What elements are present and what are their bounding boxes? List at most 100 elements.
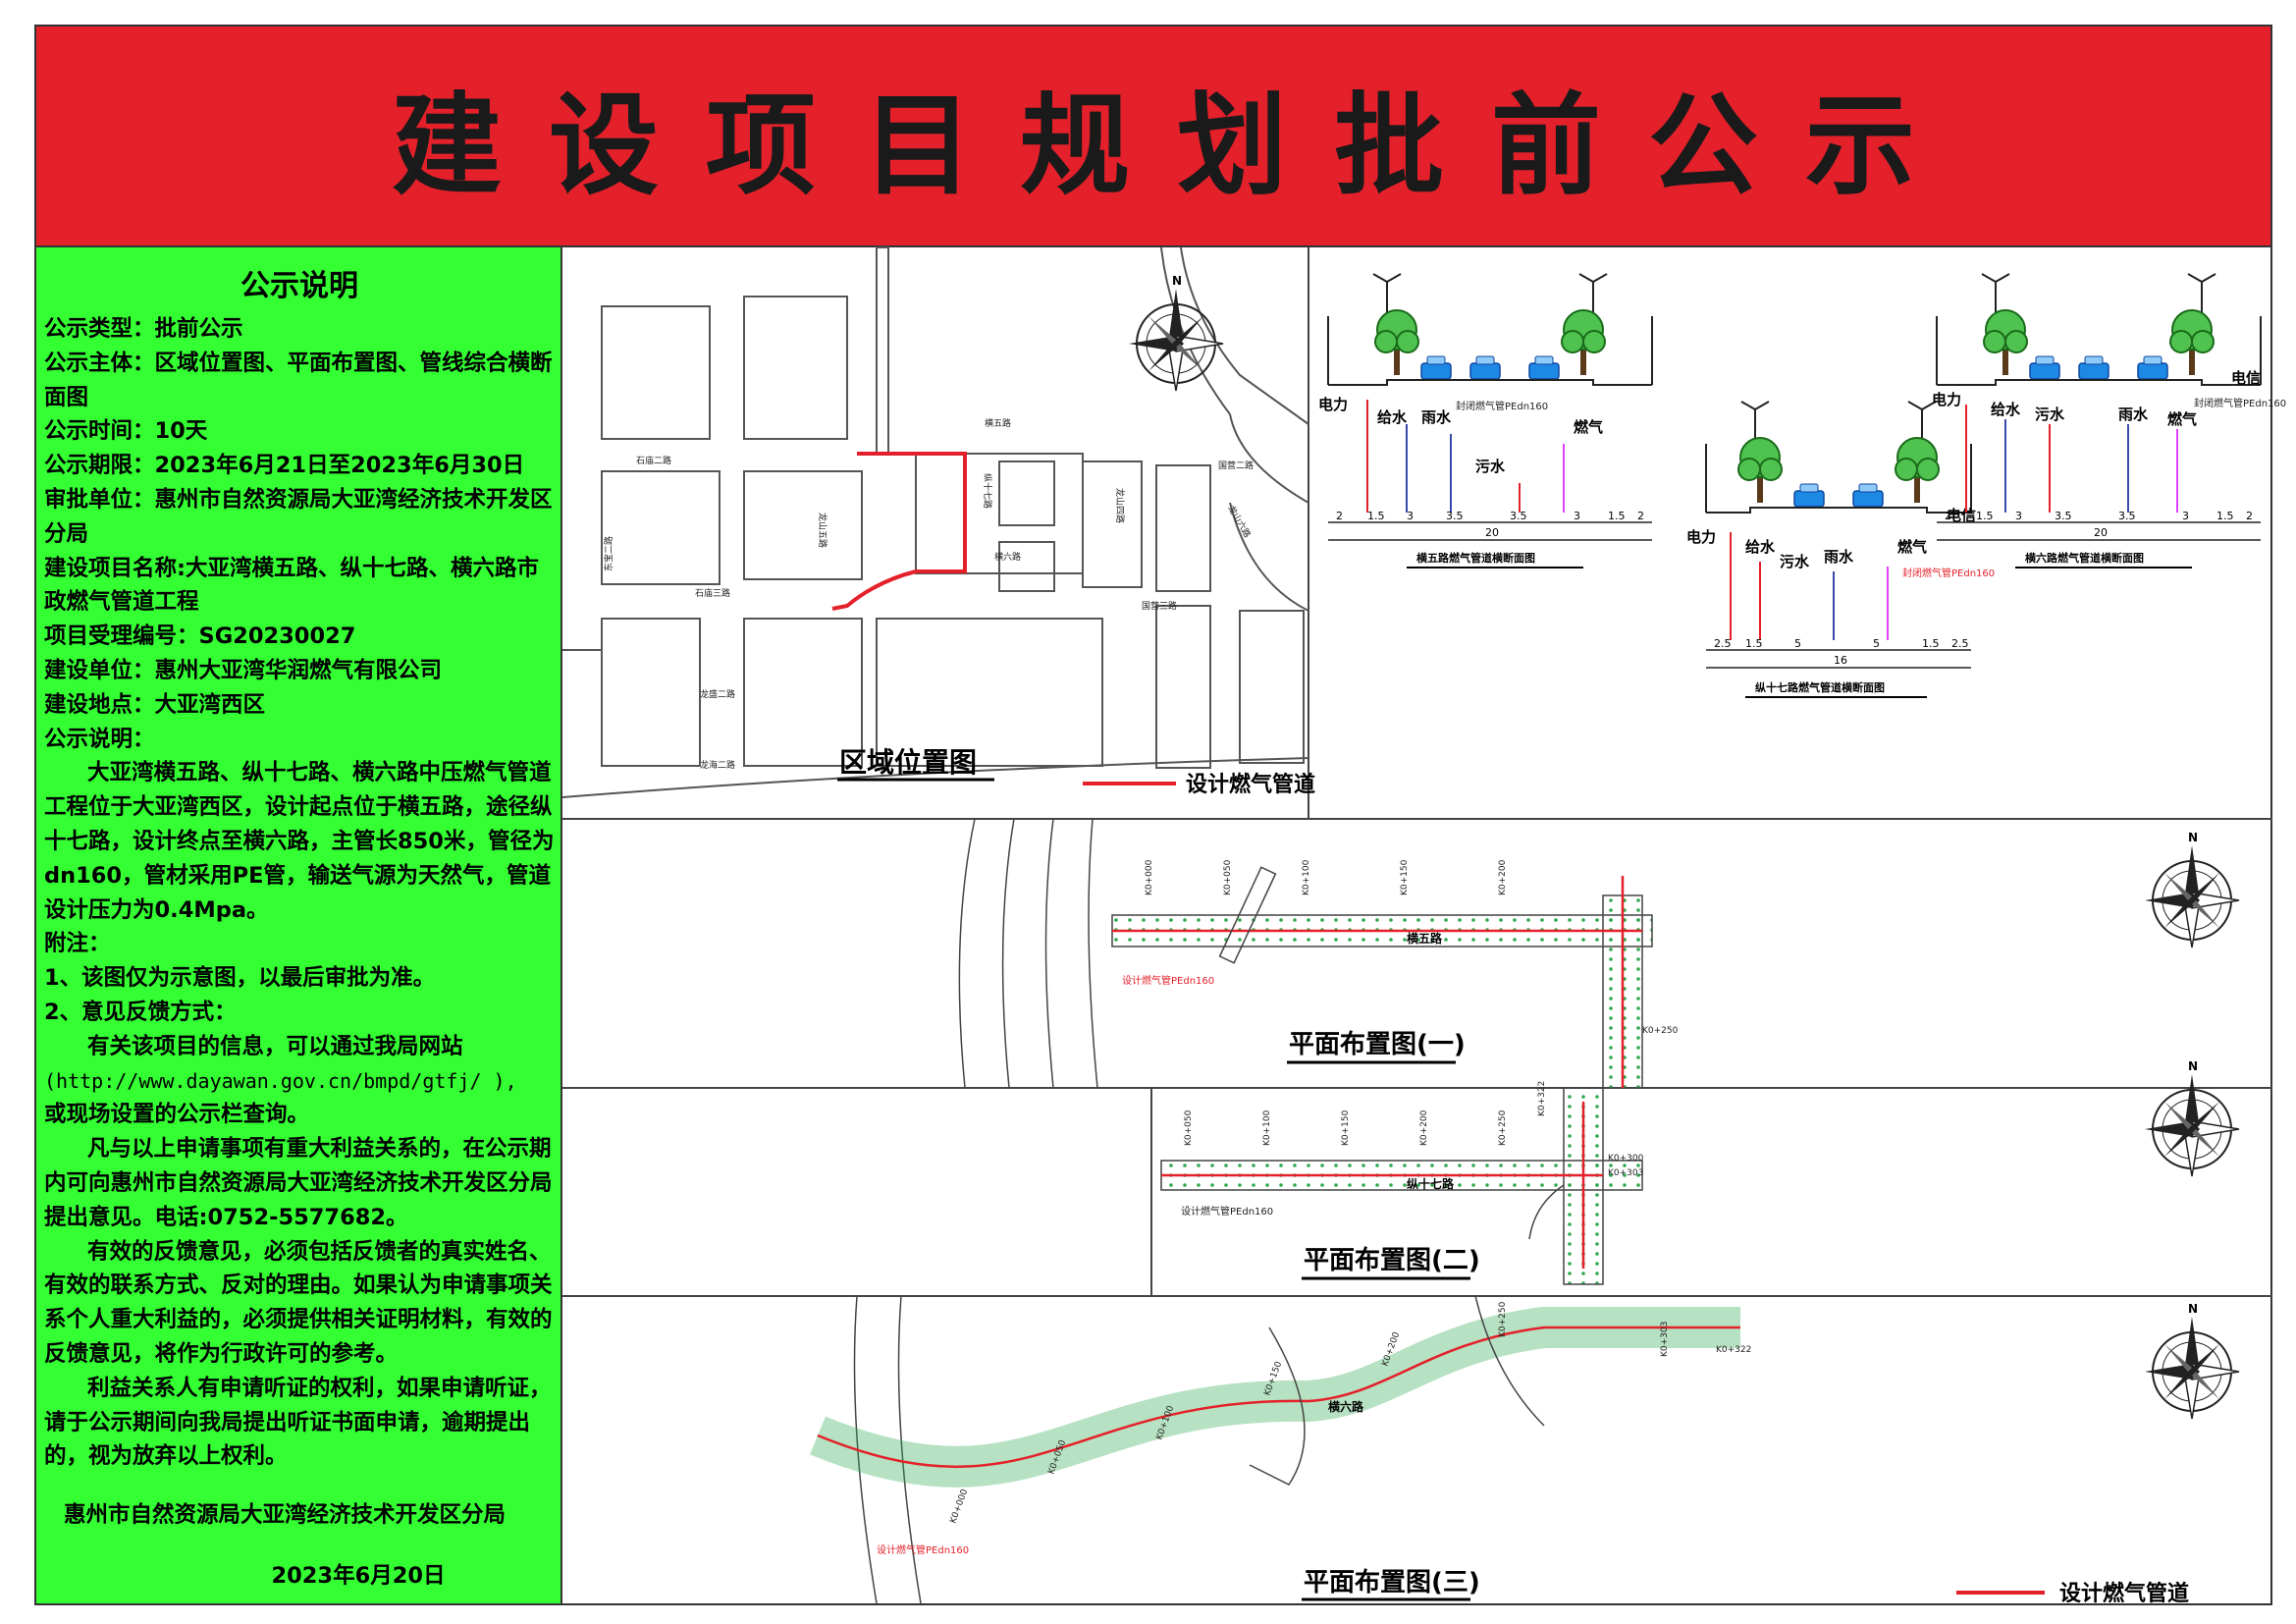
pipe-note: 设计燃气管PEdn160 xyxy=(1181,1205,1273,1218)
pipe-note: 设计燃气管PEdn160 xyxy=(1122,974,1214,987)
road-label: 纵十七路 xyxy=(982,473,993,509)
feedback-website-end: 或现场设置的公示栏查询。 xyxy=(44,1102,310,1128)
notice-type: 公示类型：批前公示 xyxy=(44,316,243,342)
site: 建设地点：大亚湾西区 xyxy=(44,691,266,718)
road-label: 东宝二路 xyxy=(603,536,614,571)
station-label: K0+322 xyxy=(1537,1081,1547,1116)
station-label: K0+200 xyxy=(1419,1110,1429,1146)
hearing-rights: 利益关系人有申请听证的权利，如果申请听证，请于公示期间向我局提出听证书面申请，逾… xyxy=(44,1375,552,1470)
dim-label: 2 xyxy=(1336,510,1343,522)
station-label: K0+300 xyxy=(1608,1154,1644,1164)
project-name: 建设项目名称:大亚湾横五路、纵十七路、横六路市政燃气管道工程 xyxy=(44,555,539,616)
road-name: 横五路 xyxy=(1407,931,1443,946)
dim-label: 3 xyxy=(1407,510,1414,522)
road-name: 横六路 xyxy=(1328,1399,1364,1414)
pipe-label: 燃气 xyxy=(2167,410,2197,428)
dim-label: 2 xyxy=(2246,510,2253,522)
feedback-requirements: 有效的反馈意见，必须包括反馈者的真实姓名、有效的联系方式、反对的理由。如果认为申… xyxy=(44,1238,553,1367)
station-label: K0+322 xyxy=(1716,1345,1751,1355)
dim-label: 1.5 xyxy=(2216,510,2234,522)
title-banner: 建设项目规划批前公示 xyxy=(36,27,2270,247)
station-label: K0+150 xyxy=(1341,1110,1351,1146)
road-label: 龙盛二路 xyxy=(700,688,735,700)
dim-total: 20 xyxy=(2094,526,2108,539)
station-label: K0+250 xyxy=(1642,1026,1679,1036)
dim-label: 3 xyxy=(2182,510,2189,522)
dim-label: 3.5 xyxy=(2118,510,2136,522)
road-label: 龙山五路 xyxy=(817,513,828,548)
station-label: K0+250 xyxy=(1498,1301,1508,1337)
station-label: K0+250 xyxy=(1498,1110,1508,1146)
dim-label: 3 xyxy=(1574,510,1580,522)
project-description: 大亚湾横五路、纵十七路、横六路中压燃气管道工程位于大亚湾西区，设计起点位于横五路… xyxy=(44,760,555,923)
dim-label: 1.5 xyxy=(1608,510,1626,522)
dim-label: 3.5 xyxy=(2055,510,2072,522)
feedback-phone: 凡与以上申请事项有重大利益关系的，在公示期内可向惠州市自然资源局大亚湾经济技术开… xyxy=(44,1136,553,1230)
feedback-url[interactable]: (http://www.dayawan.gov.cn/bmpd/gtfj/ ), xyxy=(44,1068,517,1093)
road-name: 纵十七路 xyxy=(1407,1176,1455,1191)
station-label: K0+200 xyxy=(1498,859,1508,895)
notice-panel: 公示说明 公示类型：批前公示 公示主体：区域位置图、平面布置图、管线综合横断面图… xyxy=(36,247,562,1603)
plan-layout-1: 横五路 K0+000 K0+050 K0+100 K0+150 K0+200 K… xyxy=(958,818,2240,1089)
station-label: K0+100 xyxy=(1262,1110,1272,1146)
pipe-label: 电力 xyxy=(1318,396,1348,413)
pipe-label: 雨水 xyxy=(2118,406,2149,423)
dim-label: 3.5 xyxy=(1446,510,1464,522)
plan-layout-2: 纵十七路 K0+050 K0+100 K0+150 K0+200 K0+250 … xyxy=(1160,1059,2240,1285)
dim-label: 5 xyxy=(1794,637,1801,650)
banner-title: 建设项目规划批前公示 xyxy=(392,81,1962,210)
dim-label: 1.5 xyxy=(1745,637,1763,650)
road-label: 国营二路 xyxy=(1218,460,1254,471)
road-label: 横五路 xyxy=(985,417,1011,429)
pipe-label: 污水 xyxy=(1475,458,1506,475)
north-label: N xyxy=(1172,274,1182,288)
pipe-note: 设计燃气管PEdn160 xyxy=(877,1543,969,1556)
dim-label: 2.5 xyxy=(1714,637,1732,650)
north-label: N xyxy=(2188,1059,2198,1073)
compass-icon: N xyxy=(2144,831,2240,948)
station-label: K0+303 xyxy=(1608,1168,1643,1178)
note-2: 2、意见反馈方式： xyxy=(44,999,237,1025)
north-label: N xyxy=(2188,831,2198,844)
station-label: K0+150 xyxy=(1400,859,1410,895)
pipe-note: 封闭燃气管PEdn160 xyxy=(1902,567,1995,579)
pipe-label: 燃气 xyxy=(1897,538,1927,556)
pipe-label: 电信 xyxy=(2231,369,2261,387)
north-label: N xyxy=(2188,1302,2198,1316)
section-title: 横五路燃气管道横断面图 xyxy=(1416,551,1535,565)
pipe-label: 雨水 xyxy=(1421,408,1452,426)
cross-section-hengwu: 电力 给水 雨水 污水 燃气 封闭燃气管PEdn160 2 1.5 3 3.5 … xyxy=(1318,273,1653,568)
dim-label: 1.5 xyxy=(1367,510,1385,522)
cross-section-hengliu: 电力 给水 污水 雨水 燃气 电信 封闭燃气管PEdn160 2 1.5 3 3… xyxy=(1932,273,2286,568)
station-label: K0+000 xyxy=(1145,859,1154,895)
dim-label: 3.5 xyxy=(1510,510,1527,522)
location-map-title: 区域位置图 xyxy=(839,746,977,779)
notice-duration: 公示时间：10天 xyxy=(44,418,208,445)
compass-icon: N xyxy=(1128,274,1224,392)
desc-label: 公示说明： xyxy=(44,726,155,752)
signing-date: 2023年6月20日 xyxy=(271,1563,446,1590)
location-map: 东宝二路 石庙二路 石庙三路 龙盛二路 龙海二路 国营三路 国营二路 龙山五路 … xyxy=(561,246,1315,798)
dim-label: 1.5 xyxy=(1976,510,1994,522)
pipe-label: 电力 xyxy=(1686,528,1716,546)
pipe-label: 给水 xyxy=(1745,538,1776,556)
pipe-label: 污水 xyxy=(1780,553,1810,570)
compass-icon: N xyxy=(2144,1302,2240,1420)
plan-title: 平面布置图(一) xyxy=(1289,1030,1466,1059)
station-label: K0+050 xyxy=(1223,859,1233,895)
dim-label: 5 xyxy=(1873,637,1880,650)
cross-section-zongshiqi: 电力 给水 雨水 污水 燃气 电信 封闭燃气管PEdn160 2.5 1.5 5… xyxy=(1686,401,1995,698)
case-number: 项目受理编号：SG20230027 xyxy=(44,623,356,650)
dim-label: 1.5 xyxy=(1922,637,1940,650)
road-label: 石庙二路 xyxy=(636,455,671,466)
pipe-label: 电力 xyxy=(1932,391,1961,408)
dim-label: 3 xyxy=(2015,510,2022,522)
road-label: 国营三路 xyxy=(1142,600,1177,612)
signing-organization: 惠州市自然资源局大亚湾经济技术开发区分局 xyxy=(63,1502,506,1529)
plan-title: 平面布置图(三) xyxy=(1304,1568,1480,1597)
dim-label: 2 xyxy=(1637,510,1644,522)
pipe-note: 封闭燃气管PEdn160 xyxy=(1456,400,1548,412)
plan-layout-3: 横六路 K0+000 K0+050 K0+100 K0+150 K0+200 K… xyxy=(810,1295,2240,1606)
notice-approver: 审批单位：惠州市自然资源局大亚湾经济技术开发区分局 xyxy=(44,486,553,547)
designed-pipeline-route xyxy=(831,452,967,611)
